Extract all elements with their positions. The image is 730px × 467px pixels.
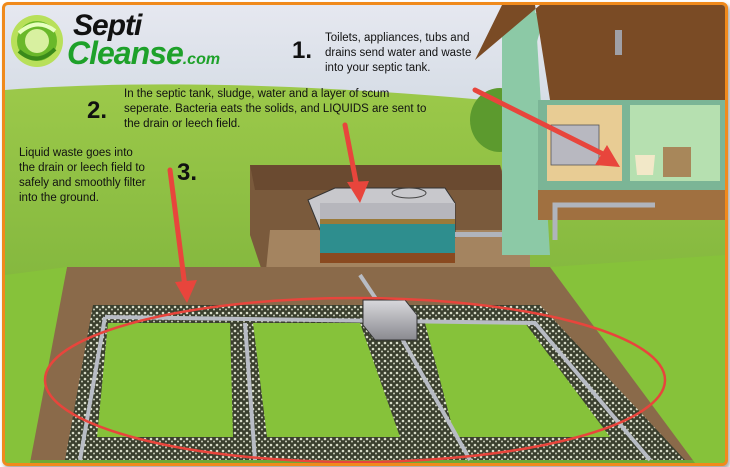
step-1-text: Toilets, appliances, tubs and drains sen… [325,31,471,76]
arrow-head-2 [347,181,369,203]
septic-system-illustration [5,5,725,463]
step-2-number: 2. [87,97,108,124]
septicleanse-logo: Septi Cleanse.com [9,11,279,71]
drain-pipes [78,273,652,462]
step-2-line: seperate. Bacteria eats the solids, and … [124,103,427,115]
step-1-line: drains send water and waste [325,47,472,59]
house [475,5,725,255]
step-2-text: In the septic tank, sludge, water and a … [124,87,426,132]
flow-arrows [167,87,620,303]
grass-plot [425,323,610,437]
logo-cleanse: Cleanse [67,35,184,71]
step-1-number: 1. [292,37,313,64]
grass-plot [97,323,233,437]
logo-dotcom: .com [182,51,221,68]
toilet [635,155,655,175]
step-3-text: Liquid waste goes into the drain or leec… [19,146,146,206]
step-3-number: 3. [177,159,198,186]
arrow-head-3 [175,280,197,303]
distribution-box [362,299,418,341]
arrow-head-1 [595,145,620,167]
logo-text-septi: Septi [73,9,142,42]
step-3-line: the drain or leech field to [19,162,145,174]
recycle-swirl-icon [11,15,63,67]
step-1-line: Toilets, appliances, tubs and [325,32,470,44]
step-3-line: safely and smoothly filter [19,177,146,189]
grass-plot [253,323,400,437]
step-1-line: into your septic tank. [325,62,431,74]
step-2-line: In the septic tank, sludge, water and a … [124,88,390,100]
step-3-line: into the ground. [19,192,99,204]
step-3-line: Liquid waste goes into [19,147,133,159]
washer [663,147,691,177]
septic-tank [307,187,535,263]
step-2-line: the drain or leech field. [124,118,241,130]
logo-text-cleanse: Cleanse.com [67,37,220,76]
leech-field-highlight [43,296,667,463]
